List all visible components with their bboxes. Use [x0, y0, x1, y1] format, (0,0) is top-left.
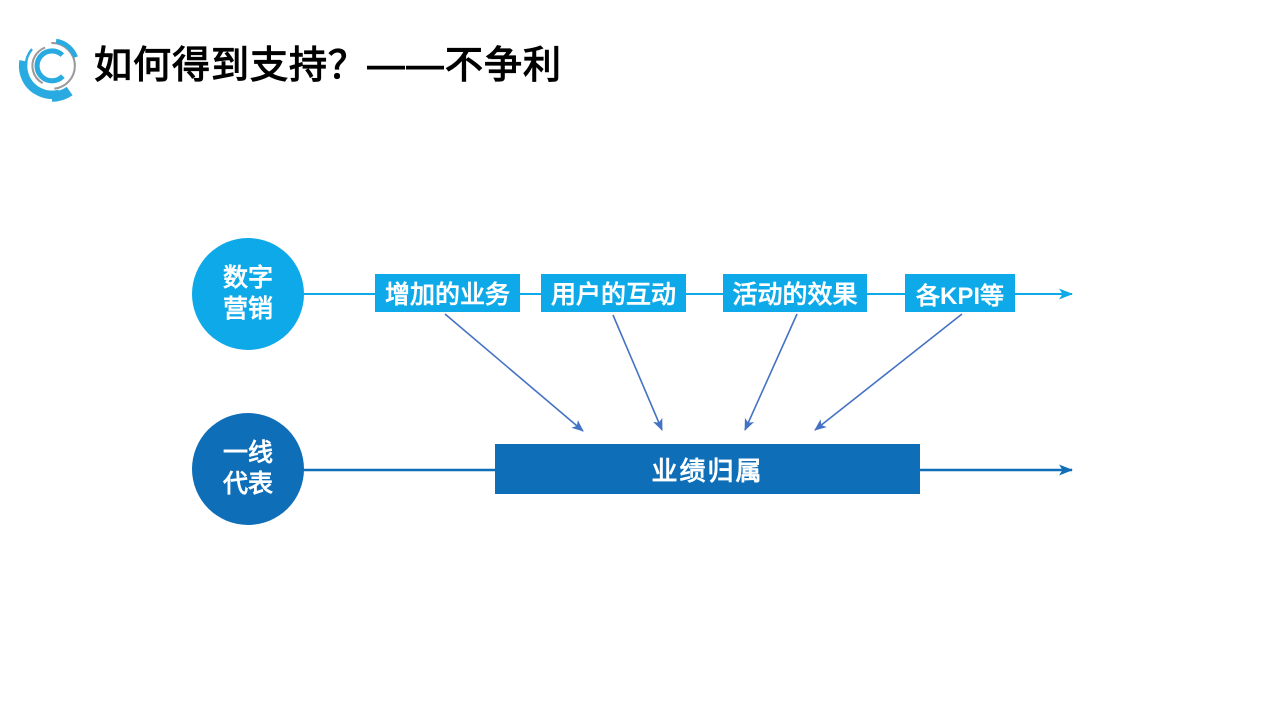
node-digital-marketing-label-line2: 营销 — [222, 295, 273, 323]
metric-box-campaign-effect: 活动的效果 — [723, 274, 867, 312]
arrow-metric4-to-target — [814, 313, 963, 431]
target-box-performance-attribution: 业绩归属 — [495, 444, 920, 494]
arrow-metric3-to-target — [744, 313, 798, 431]
node-frontline-label-line1: 一线 — [222, 439, 273, 467]
slide-title: 如何得到支持？——不争利 — [94, 45, 563, 87]
metric-box-kpis: 各KPI等 — [905, 274, 1015, 312]
arrow-metric1-to-target — [444, 313, 584, 432]
metric-box-label: 各KPI等 — [915, 282, 1004, 310]
node-digital-marketing-label-line1: 数字 — [222, 264, 273, 292]
target-box-label: 业绩归属 — [651, 455, 764, 486]
node-frontline-representative: 一线 代表 — [192, 413, 304, 525]
metric-box-label: 用户的互动 — [550, 281, 676, 309]
arrow-metric2-to-target — [612, 314, 663, 431]
metric-box-label: 活动的效果 — [732, 281, 858, 309]
metric-box-added-business: 增加的业务 — [375, 274, 520, 312]
brand-logo — [10, 16, 94, 112]
metric-box-label: 增加的业务 — [384, 281, 510, 309]
metric-box-user-interaction: 用户的互动 — [541, 274, 686, 312]
circular-arcs-logo-icon — [16, 29, 88, 102]
node-digital-marketing: 数字 营销 — [192, 238, 304, 350]
node-frontline-label-line2: 代表 — [222, 470, 273, 498]
